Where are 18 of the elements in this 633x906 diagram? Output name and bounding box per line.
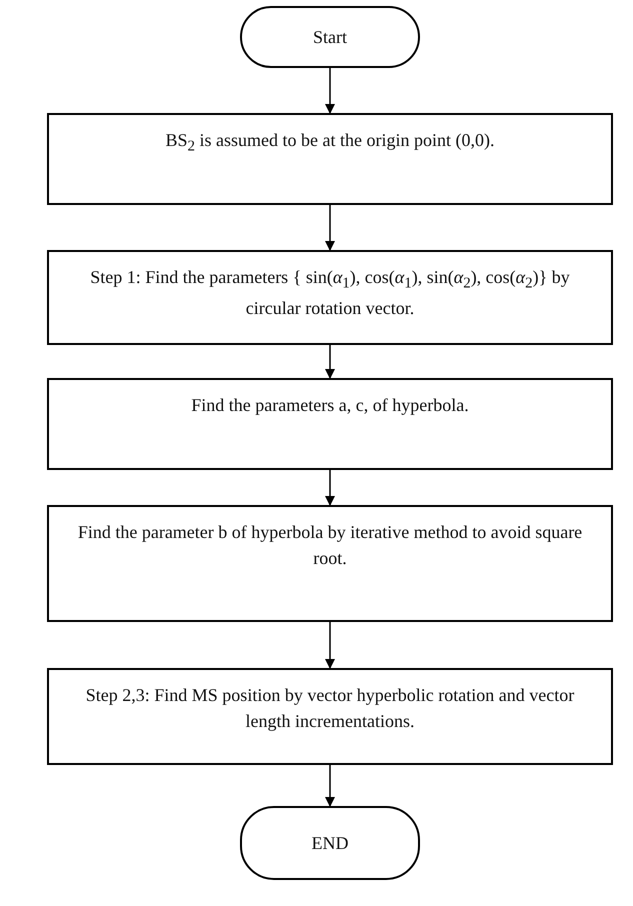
box-text: Find the parameter b of hyperbola by iterative method to avoid square root. — [76, 521, 584, 570]
arrow — [325, 470, 335, 506]
box-text: Start — [313, 26, 347, 49]
box-text: Step 1: Find the parameters { sin(α$_{1}$), cos(α$_{1}$), sin(α$_{2}$), cos(α$_{2}$)} by circular rotation vector. — [89, 266, 571, 320]
box-text: BS$_{2}$ is assumed to be at the origin point (0,0). — [166, 129, 494, 157]
box-text: Step 2,3: Find MS position by vector hyperbolic rotation and vector length incrementations. — [84, 684, 576, 734]
arrow — [325, 622, 335, 669]
process-box — [47, 378, 613, 470]
process-box — [47, 250, 613, 345]
process-box — [47, 668, 613, 765]
process-box — [47, 113, 613, 205]
arrow — [325, 765, 335, 807]
box-text: END — [312, 832, 348, 855]
arrow — [325, 205, 335, 251]
box-text: Find the parameters a, c, of hyperbola. — [191, 394, 469, 417]
process-box — [47, 505, 613, 622]
arrow — [325, 345, 335, 379]
arrow — [325, 68, 335, 114]
